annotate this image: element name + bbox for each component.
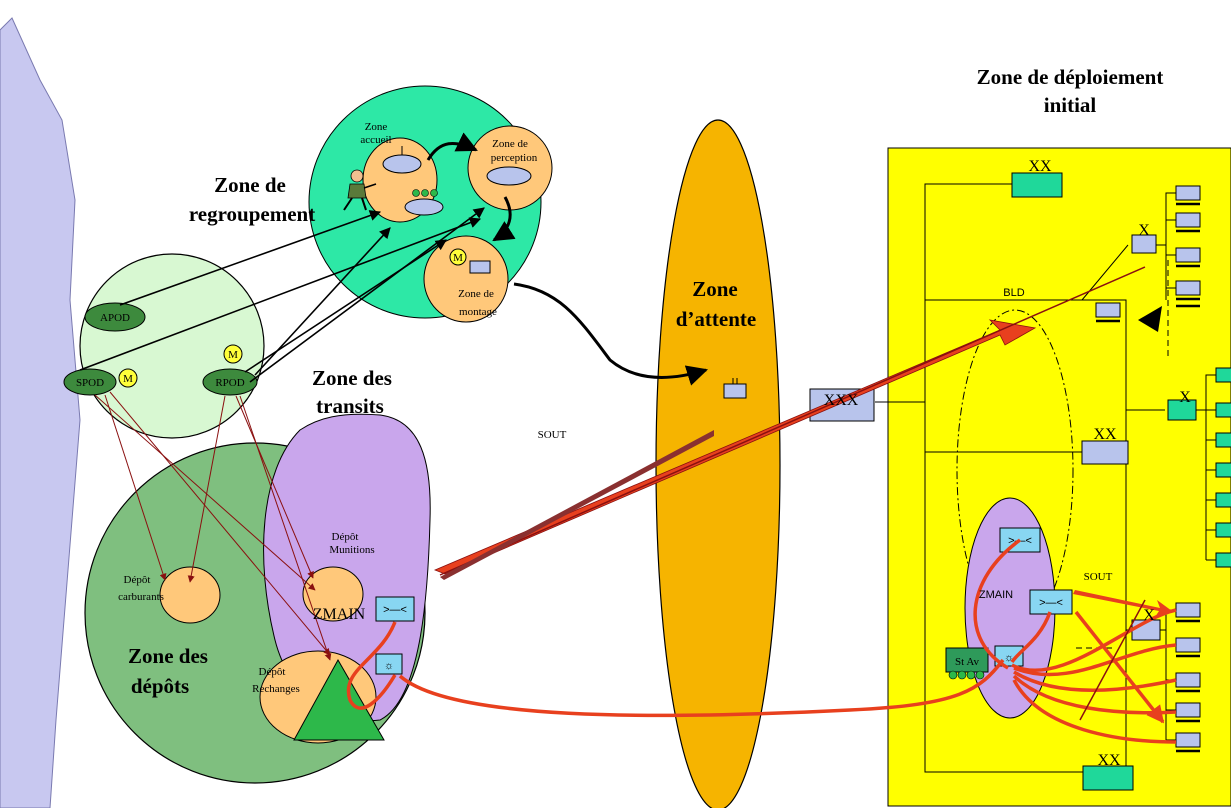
st-av-wheel	[948, 670, 958, 680]
black-triangle-marker	[1138, 306, 1162, 332]
maintenance-icon-deploy-2	[1029, 589, 1073, 615]
unit-box-stack	[1095, 185, 1201, 748]
supply-glyph: ☼	[1004, 652, 1014, 664]
xx-box-middle	[1081, 440, 1129, 465]
rpod-node	[202, 368, 258, 396]
maintenance-icon-deploy-1	[999, 527, 1041, 553]
st-av-label: St Av	[955, 656, 979, 668]
xx-label-middle: XX	[1093, 426, 1117, 443]
zone-regroupement-label-2: regroupement	[189, 202, 315, 226]
xx-box-bottom	[1082, 765, 1134, 791]
depot-munitions-label-2: Munitions	[329, 544, 374, 556]
zone-transits-label-2: transits	[316, 394, 384, 418]
accueil-dot	[412, 189, 420, 197]
m-marker-spod	[118, 368, 138, 388]
zone-transits-label-1: Zone des	[312, 366, 392, 390]
triangle-marker	[293, 658, 385, 741]
spod-label: SPOD	[76, 377, 104, 389]
m-marker-rpod	[223, 344, 243, 364]
spod-node	[63, 368, 117, 396]
montage-m-label: M	[453, 252, 463, 264]
zone-attente-ellipse	[655, 119, 781, 808]
st-av-box	[945, 647, 989, 673]
depot-munitions-ellipse	[302, 566, 364, 622]
m-label-rpod: M	[228, 349, 238, 361]
supply-icon-depot	[375, 653, 403, 675]
depot-carburants-label-1: Dépôt	[124, 574, 151, 586]
depot-munitions-label-1: Dépôt	[332, 531, 359, 543]
depot-rechanges-label-2: Rechanges	[252, 683, 300, 695]
m-label-spod: M	[123, 373, 133, 385]
zone-montage-ellipse	[423, 235, 509, 323]
wrench-glyph: >—<	[1039, 597, 1063, 609]
zmain-deploy-label: ZMAIN	[979, 589, 1013, 601]
x-label-2: X	[1179, 389, 1191, 406]
transit-to-depot-arrows	[94, 391, 332, 661]
zmain-depot-label: ZMAIN	[313, 606, 366, 623]
arrow-perception-montage	[492, 196, 516, 242]
unit-box-stack-green	[1215, 367, 1231, 568]
maintenance-icon-depot	[375, 596, 415, 622]
unit-underline-bars	[1096, 202, 1200, 753]
perception-unit	[486, 166, 532, 186]
depot-rechanges-label-1: Dépôt	[259, 666, 286, 678]
xx-label-bottom: XX	[1097, 752, 1121, 769]
sout-arrow	[1073, 590, 1172, 617]
bld-label: BLD	[1003, 287, 1024, 299]
x-box	[1167, 399, 1197, 421]
transit-to-regroupement-arrows	[79, 207, 485, 383]
zone-accueil-label-2: accueil	[360, 134, 391, 146]
sout-deploy-label: SOUT	[1084, 571, 1113, 583]
x-box	[1131, 234, 1157, 254]
zone-attente-label-2: d’attente	[676, 307, 756, 331]
rpod-label: RPOD	[215, 377, 244, 389]
depot-carburants-ellipse	[159, 566, 221, 624]
accueil-unit-2	[404, 198, 444, 216]
deployment-title-line1: Zone de déploiement	[977, 65, 1164, 89]
zone-accueil-label-1: Zone	[365, 121, 388, 133]
sout-center-label: SOUT	[538, 429, 567, 441]
apod-label: APOD	[100, 312, 130, 324]
accueil-dot	[430, 189, 438, 197]
supply-glyph: ☼	[384, 660, 394, 672]
coastline-shape	[0, 17, 81, 808]
wrench-glyph: >—<	[383, 604, 407, 616]
zone-attente-label-1: Zone	[692, 277, 738, 301]
accueil-dot	[421, 189, 429, 197]
brown-arrow-line	[439, 266, 1146, 576]
deployment-zone-rect	[887, 147, 1231, 807]
xx-box-top	[1011, 172, 1063, 198]
st-av-wheel	[957, 670, 967, 680]
zone-depots-label-2: dépôts	[131, 674, 189, 698]
depot-carburants-label-2: carburants	[118, 591, 164, 603]
deployment-title-line2: initial	[1044, 93, 1097, 117]
arrow-accueil-perception	[426, 132, 478, 161]
zone-montage-label-1: Zone de	[458, 288, 494, 300]
zone-regroupement-label-1: Zone de	[214, 173, 286, 197]
st-av-wheel	[966, 670, 976, 680]
st-av-wheel	[975, 670, 985, 680]
zone-depots-label-1: Zone des	[128, 644, 208, 668]
red-cross-line	[1079, 599, 1146, 721]
zone-montage-label-2: montage	[459, 306, 497, 318]
apod-node	[84, 302, 146, 332]
zone-perception-label-1: Zone de	[492, 138, 528, 150]
attente-unit	[723, 383, 747, 399]
accueil-unit-1	[382, 154, 422, 174]
brown-arrow-shaft	[440, 430, 714, 580]
arrow-montage-attente	[513, 282, 709, 386]
red-diagonal-arrow	[1074, 610, 1165, 724]
xx-label-top: XX	[1028, 158, 1052, 175]
xxx-box	[809, 388, 875, 422]
montage-unit	[469, 260, 491, 274]
montage-m-marker	[449, 248, 467, 266]
x-label-1: X	[1138, 222, 1150, 239]
soldier-figure-icon	[343, 169, 377, 211]
bld-red-arrow	[433, 319, 1037, 575]
xxx-label: XXX	[824, 392, 859, 409]
x-label-3: X	[1143, 607, 1155, 624]
zone-perception-label-2: perception	[491, 152, 538, 164]
